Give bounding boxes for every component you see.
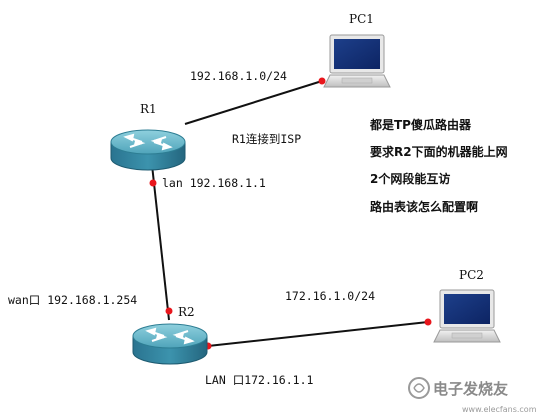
watermark-text: 电子发烧友 [433,380,508,398]
port-dot [149,179,157,187]
question-notes: 都是TP傻瓜路由器 要求R2下面的机器能上网 2个网段能互访 路由表该怎么配置啊 [369,117,508,214]
subnet-label-pc2: 172.16.1.0/24 [285,289,375,303]
router-r2-label: R2 [178,305,195,319]
pc2-label: PC2 [459,268,484,282]
note-line: 要求R2下面的机器能上网 [370,144,508,159]
watermark-logo-icon [408,377,430,399]
watermark: 电子发烧友 www.elecfans.com [408,377,537,414]
router-r2[interactable] [132,323,208,365]
router-arrows-icon [145,327,195,345]
pc1-label: PC1 [349,12,374,26]
router-arrows-icon [123,133,173,151]
router-r1-label: R1 [140,102,157,116]
isp-label: R1连接到ISP [232,132,301,146]
port-dot [424,318,432,326]
r2-wan-label: wan口 192.168.1.254 [8,293,137,307]
note-line: 路由表该怎么配置啊 [370,199,478,214]
subnet-label-pc1: 192.168.1.0/24 [190,69,287,83]
laptop-pc1-icon[interactable] [323,34,391,88]
laptop-pc2-icon[interactable] [433,289,501,343]
link-r1-r2 [151,164,170,321]
note-line: 2个网段能互访 [370,171,450,186]
port-dot [318,77,326,85]
link-r2-pc2 [207,321,429,347]
r1-lan-label: lan 192.168.1.1 [162,176,266,190]
r2-lan-label: LAN 口172.16.1.1 [205,373,314,387]
link-r1-pc1 [184,80,323,125]
router-r1[interactable] [110,129,186,171]
watermark-url: www.elecfans.com [462,405,537,414]
port-dot [165,307,173,315]
note-line: 都是TP傻瓜路由器 [369,117,472,132]
